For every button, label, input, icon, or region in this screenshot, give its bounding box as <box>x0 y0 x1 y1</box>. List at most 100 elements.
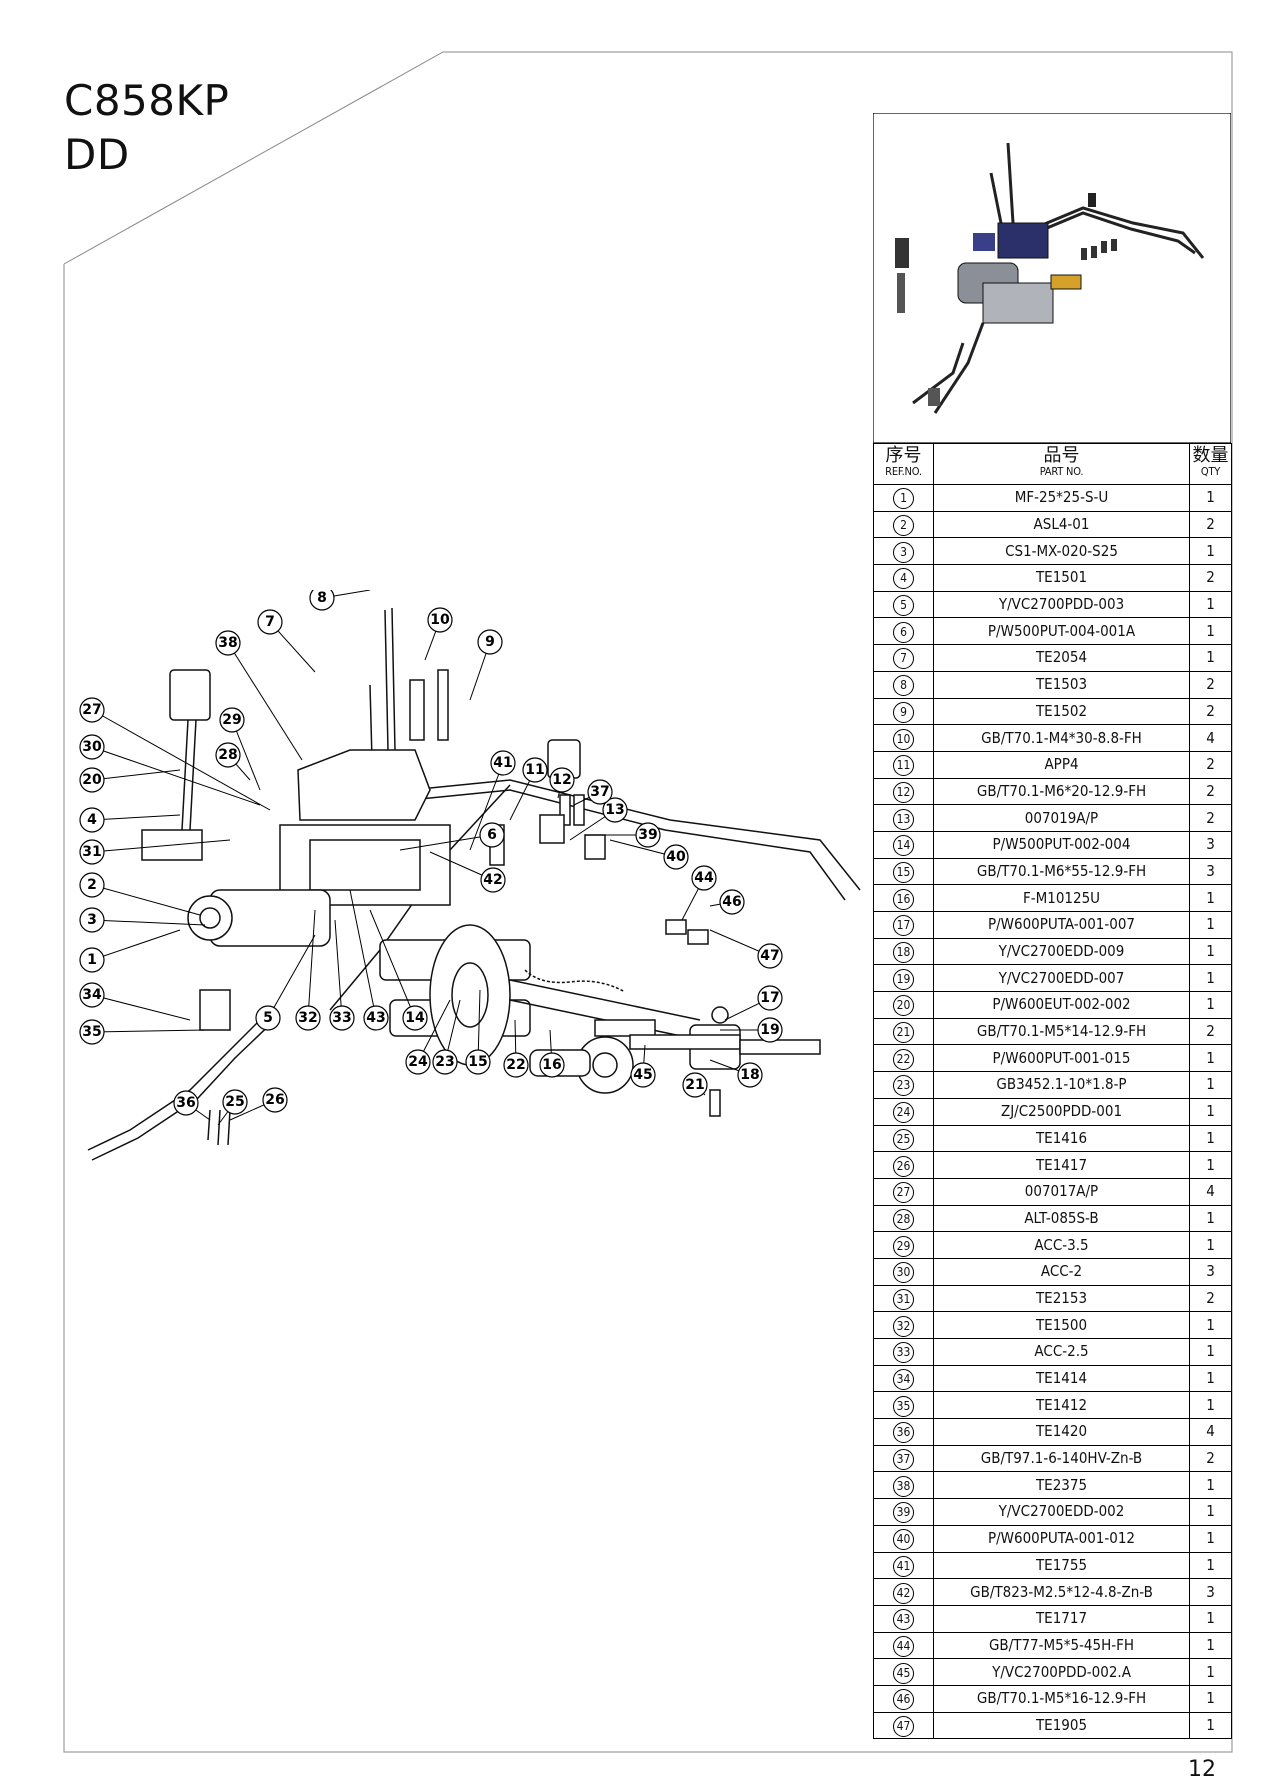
leader-line <box>399 834 493 851</box>
callout-label: 13 <box>605 802 624 818</box>
part-number-cell: APP4 <box>933 750 1190 779</box>
callout-label: 19 <box>760 1022 779 1038</box>
callout-label: 20 <box>82 772 102 788</box>
qty-cell: 2 <box>1189 510 1232 539</box>
callout-circle <box>663 844 689 870</box>
header-ref-en: REF.NO. <box>885 465 922 478</box>
callout-3: 3 <box>79 907 206 933</box>
callout-7: 7 <box>257 609 316 673</box>
part-number-cell: TE2054 <box>933 644 1190 672</box>
callout-label: 43 <box>366 1010 385 1026</box>
callout-label: 36 <box>176 1095 195 1111</box>
callout-circle <box>405 1049 431 1075</box>
ref-number: 39 <box>893 1502 914 1524</box>
callout-44: 44 <box>681 865 717 921</box>
callout-circle <box>363 1005 389 1031</box>
part-number-cell: F-M10125U <box>933 884 1190 912</box>
ref-cell: 29 <box>873 1231 934 1259</box>
header-qty-en: QTY <box>1200 465 1221 478</box>
part-number-cell: P/W600EUT-002-002 <box>933 991 1190 1019</box>
qty-cell: 1 <box>1189 1311 1232 1339</box>
ref-number: 25 <box>893 1128 914 1150</box>
qty-cell: 1 <box>1189 1498 1232 1526</box>
ref-number: 47 <box>893 1715 914 1737</box>
ref-number: 45 <box>893 1662 914 1684</box>
callout-42: 42 <box>429 851 506 893</box>
callout-label: 27 <box>82 702 101 718</box>
callout-label: 14 <box>405 1010 425 1026</box>
qty-cell: 2 <box>1189 777 1232 806</box>
leader-line <box>91 814 181 821</box>
part-number-cell: P/W600PUTA-001-007 <box>933 911 1190 939</box>
ref-number: 26 <box>893 1155 914 1177</box>
qty-cell: 2 <box>1189 1284 1232 1313</box>
ref-cell: 17 <box>873 911 934 939</box>
callout-40: 40 <box>609 839 689 870</box>
callout-circle <box>257 609 283 635</box>
callout-19: 19 <box>720 1017 783 1043</box>
part-number-cell: TE1420 <box>933 1418 1190 1446</box>
callout-label: 18 <box>740 1067 759 1083</box>
ref-cell: 3 <box>873 537 934 566</box>
ref-number: 8 <box>893 675 914 697</box>
ref-cell: 1 <box>873 484 934 512</box>
qty-cell: 1 <box>1189 964 1232 993</box>
part-number-cell: TE1414 <box>933 1364 1190 1393</box>
callout-label: 1 <box>87 952 97 968</box>
part-number-cell: GB/T70.1-M6*20-12.9-FH <box>933 777 1190 806</box>
callout-circle <box>309 590 335 611</box>
ref-number: 41 <box>893 1555 914 1577</box>
callout-label: 45 <box>633 1067 652 1083</box>
callout-label: 31 <box>82 844 101 860</box>
qty-cell: 1 <box>1189 1604 1232 1633</box>
leader-line <box>267 934 316 1019</box>
leader-line <box>91 769 181 781</box>
callout-label: 40 <box>666 849 686 865</box>
ref-cell: 16 <box>873 884 934 912</box>
callout-14: 14 <box>369 909 428 1031</box>
part-number-cell: ACC-3.5 <box>933 1231 1190 1259</box>
ref-cell: 27 <box>873 1177 934 1206</box>
qty-cell: 1 <box>1189 644 1232 672</box>
ref-cell: 15 <box>873 857 934 886</box>
callout-circle <box>79 697 105 723</box>
callout-13: 13 <box>569 797 628 841</box>
ref-number: 38 <box>893 1475 914 1497</box>
callout-circle <box>757 1017 783 1043</box>
qty-cell: 4 <box>1189 1418 1232 1446</box>
part-number-cell: Y/VC2700EDD-007 <box>933 964 1190 993</box>
ref-cell: 32 <box>873 1311 934 1339</box>
part-number-cell: P/W600PUTA-001-012 <box>933 1524 1190 1553</box>
assembly-thumbnail <box>873 113 1231 443</box>
part-number-cell: TE1502 <box>933 697 1190 726</box>
callout-circle <box>737 1062 763 1088</box>
leader-line <box>91 929 181 961</box>
part-number-cell: TE1501 <box>933 564 1190 592</box>
ref-cell: 45 <box>873 1658 934 1686</box>
part-number-cell: ASL4-01 <box>933 510 1190 539</box>
table-header-row: 序号 REF.NO. 品号 PART NO. 数量 QTY <box>873 443 1232 485</box>
callout-circle <box>79 807 105 833</box>
ref-cell: 34 <box>873 1364 934 1393</box>
callout-24: 24 <box>405 999 451 1075</box>
header-part-cn: 品号 <box>1043 445 1080 466</box>
callout-label: 39 <box>638 827 657 843</box>
model-title: C858KP <box>64 76 230 125</box>
callout-circle <box>79 839 105 865</box>
ref-number: 16 <box>893 888 914 910</box>
callout-27: 27 <box>79 697 271 811</box>
qty-cell: 1 <box>1189 1658 1232 1686</box>
